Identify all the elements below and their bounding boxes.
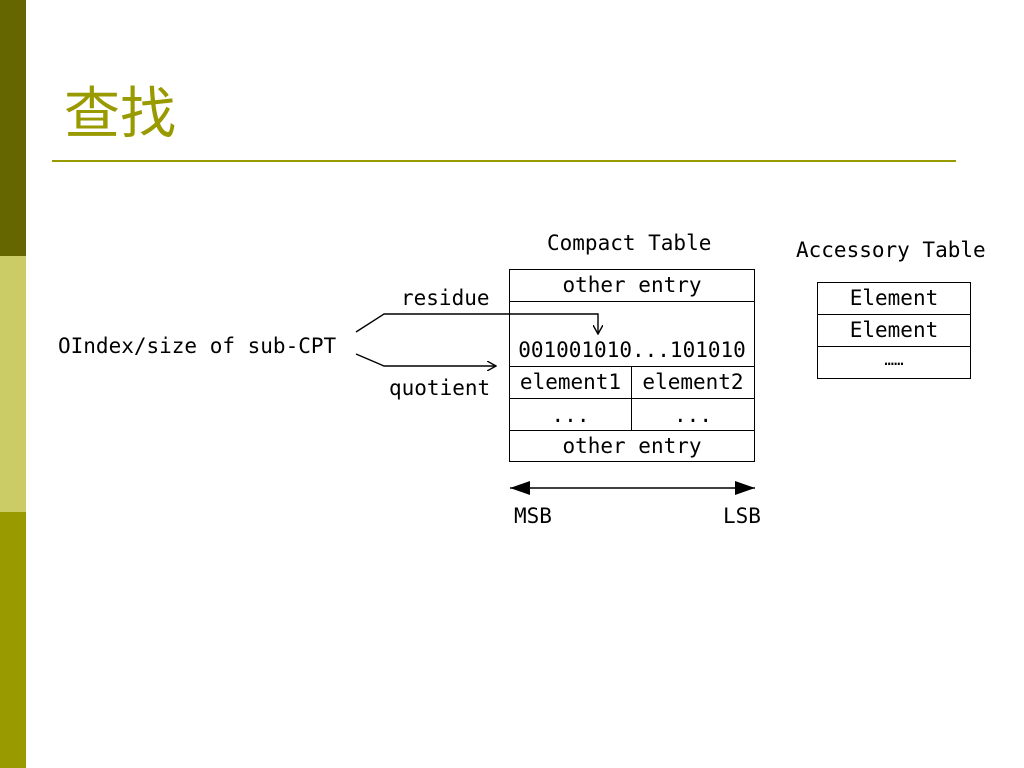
compact-ellipsis-right: ... [674,403,712,427]
accessory-row: Element [849,286,939,310]
msb-label: MSB [514,504,552,528]
compact-element1: element1 [519,370,622,394]
compact-table-title: Compact Table [547,231,712,255]
residue-arrow [355,313,598,334]
compact-table-grid [509,269,755,462]
title-underline [52,160,956,162]
compact-ellipsis-left: ... [551,403,590,427]
compact-top-entry: other entry [562,273,702,297]
residue-label: residue [401,286,490,310]
compact-bit-string: 001001010...101010 [518,338,746,362]
quotient-label: quotient [389,376,491,400]
quotient-arrow [355,353,496,366]
slide-title: 查找 [64,82,176,147]
side-bar-top [0,0,26,256]
accessory-table-title: Accessory Table [796,238,986,262]
compact-element2: element2 [642,370,744,394]
accessory-row: Element [849,318,939,342]
lsb-label: LSB [723,504,761,528]
side-bar-bottom [0,512,26,768]
side-bar-middle [0,256,26,512]
compact-bottom-entry: other entry [562,434,702,458]
accessory-table-grid [817,282,971,379]
index-label: OIndex/size of sub-CPT [58,334,337,358]
accessory-row-ellipsis: …… [884,350,904,369]
